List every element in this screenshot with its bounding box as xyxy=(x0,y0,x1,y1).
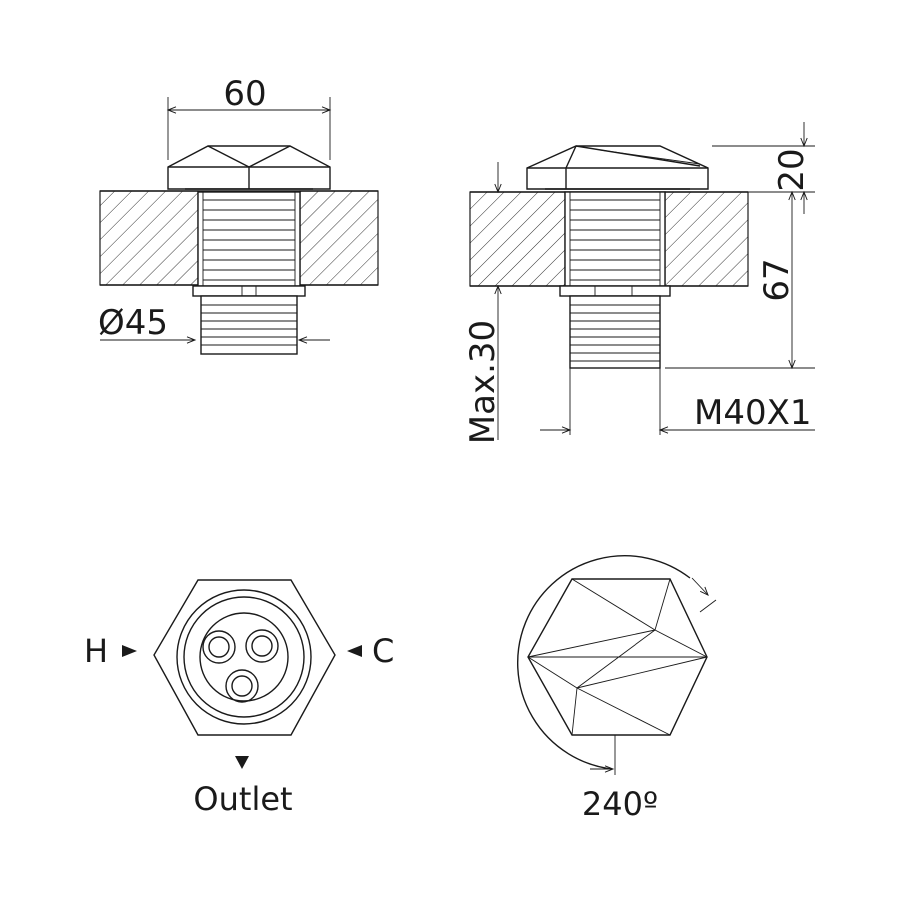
dimension-max-wall-label: Max.30 xyxy=(463,320,503,444)
port-view: H C Outlet xyxy=(84,579,394,818)
wall-section-right xyxy=(299,190,379,286)
cap-side xyxy=(526,145,709,190)
rotation-view: 240º xyxy=(516,555,717,823)
arrow-left-icon xyxy=(347,645,362,657)
dimension-top-width: 60 xyxy=(166,74,332,160)
port-outlet-label: Outlet xyxy=(193,780,292,818)
rotation-angle-label: 240º xyxy=(582,785,658,823)
port-cold xyxy=(245,629,279,663)
port-hot xyxy=(202,630,236,664)
dimension-body-length-label: 67 xyxy=(757,258,797,301)
threaded-body xyxy=(192,191,306,355)
dimension-cap-height-label: 20 xyxy=(772,148,812,191)
dimension-cap-height: 20 xyxy=(712,122,815,214)
cap xyxy=(167,145,331,190)
arrow-down-icon xyxy=(235,756,249,769)
dimension-thread-spec-label: M40X1 xyxy=(694,393,812,433)
dimension-body-length: 67 xyxy=(665,190,815,370)
threaded-body-side xyxy=(559,191,671,369)
port-outlet xyxy=(225,669,259,703)
port-hot-label: H xyxy=(84,632,108,670)
wall-section-left xyxy=(99,190,199,286)
front-section-view: 60 Ø45 xyxy=(98,74,379,355)
dimension-thread-spec: M40X1 xyxy=(540,368,815,435)
dimension-thread-diameter: Ø45 xyxy=(98,303,330,344)
wall-section-right xyxy=(664,191,749,287)
side-section-view: 20 67 Max.30 M40X1 xyxy=(463,122,815,444)
dimension-top-width-label: 60 xyxy=(223,74,266,114)
wall-section-left xyxy=(469,191,566,287)
hex-body xyxy=(153,579,336,736)
arrow-right-icon xyxy=(122,645,137,657)
rotation-arc xyxy=(516,555,691,770)
dimension-thread-diameter-label: Ø45 xyxy=(98,303,168,343)
dimension-max-wall: Max.30 xyxy=(463,162,503,444)
port-cold-label: C xyxy=(372,632,394,670)
